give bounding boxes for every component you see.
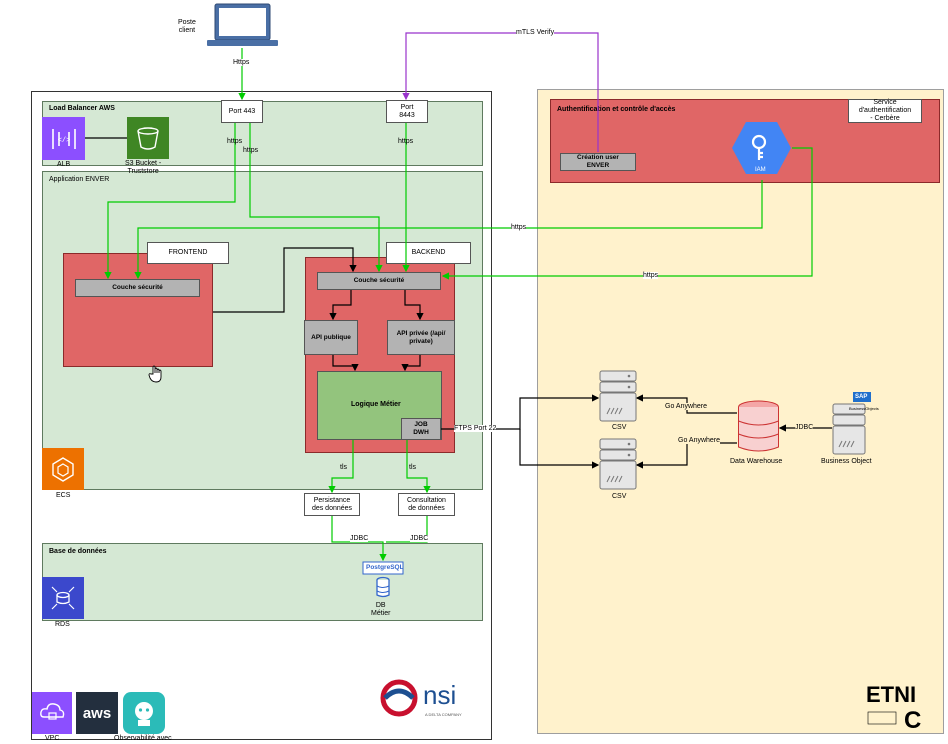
postgresql-label: PostgreSQL <box>366 564 404 571</box>
ecs-icon <box>42 448 84 490</box>
hand-cursor-icon <box>148 365 164 383</box>
edge-label-https-client: Https <box>233 59 250 66</box>
edge-label-https-right: https <box>643 272 659 279</box>
create-user-box: Création user ENVER <box>560 153 636 171</box>
edge-label-goanywhere-2: Go Anywhere <box>678 437 721 444</box>
svg-text:ETNI: ETNI <box>866 682 916 707</box>
edge-label-tls-1: tls <box>340 464 347 471</box>
csv-server-icon-2 <box>599 438 637 490</box>
database-title: Base de données <box>49 548 107 555</box>
edge-label-goanywhere-1: Go Anywhere <box>665 403 708 410</box>
auth-title: Authentification et contrôle d'accès <box>557 106 676 113</box>
postgresql-db-icon <box>362 561 404 601</box>
s3-bucket-icon <box>127 117 169 159</box>
job-dwh-box: JOB DWH <box>401 418 441 440</box>
laptop-icon <box>205 3 280 48</box>
backend-security-box: Couche sécurité <box>317 272 441 290</box>
observability-label: Observabilité avec <box>114 735 172 742</box>
port-443-box: Port 443 <box>221 100 263 123</box>
data-warehouse-label: Data Warehouse <box>730 458 783 465</box>
persistence-box: Persistance des données <box>304 493 360 516</box>
csv-label-2: CSV <box>612 493 627 500</box>
edge-label-tls-2: tls <box>409 464 416 471</box>
port-8443-box: Port 8443 <box>386 100 428 123</box>
sap-logo <box>853 392 871 402</box>
sap-logo-text: SAP <box>855 394 868 400</box>
database-zone <box>42 543 483 621</box>
ecs-label: ECS <box>56 492 71 499</box>
edge-label-https-mid: https <box>511 224 527 231</box>
svg-text:</>: </> <box>57 137 70 145</box>
vpc-icon <box>32 692 72 734</box>
load-balancer-title: Load Balancer AWS <box>49 105 115 112</box>
csv-server-icon-1 <box>599 370 637 422</box>
nsi-logo-subtext: A DELTA COMPANY <box>425 712 462 717</box>
frontend-security-box: Couche sécurité <box>75 279 200 297</box>
edge-label-jdbc-bo: JDBC <box>795 424 814 431</box>
alb-icon: </> <box>42 117 85 160</box>
api-private-box: API privée (/api/ private) <box>387 320 455 355</box>
application-title: Application ENVER <box>49 176 110 183</box>
business-logic-label: Logique Métier <box>351 401 401 408</box>
edge-label-mtls: mTLS Verify <box>516 29 555 36</box>
edge-label-https-b: https <box>243 147 259 154</box>
nsi-logo: nsi A DELTA COMPANY <box>379 678 484 722</box>
edge-label-jdbc-2: JDBC <box>410 535 429 542</box>
rds-label: RDS <box>55 621 70 628</box>
nsi-logo-text: nsi <box>423 680 457 710</box>
frontend-label: FRONTEND <box>147 242 229 264</box>
auth-service-box: Service d'authentification - Cerbère <box>848 99 922 123</box>
edge-label-https-c: https <box>398 138 414 145</box>
edge-label-https-a: https <box>227 138 243 145</box>
aws-logo: aws <box>76 692 118 734</box>
business-object-server-icon <box>832 403 866 455</box>
svg-text:C: C <box>904 707 921 730</box>
csv-label-1: CSV <box>612 424 627 431</box>
sap-businessobjects-text: BusinessObjects <box>849 406 879 411</box>
rds-icon <box>42 577 84 619</box>
backend-label: BACKEND <box>386 242 471 264</box>
business-object-label: Business Object <box>821 458 872 465</box>
iam-label: IAM <box>755 167 766 173</box>
consultation-box: Consultation de données <box>398 493 455 516</box>
client-label: Poste client <box>178 19 196 34</box>
edge-label-jdbc-1: JDBC <box>350 535 369 542</box>
vpc-label: VPC <box>45 735 60 742</box>
data-warehouse-icon <box>737 399 780 455</box>
db-metier-label: DB Métier <box>371 602 391 617</box>
aws-logo-text: aws <box>82 704 112 722</box>
s3-label: S3 Bucket - Truststore <box>125 160 162 175</box>
edge-label-ftps: FTPS Port 22 <box>454 425 497 432</box>
api-public-box: API publique <box>304 320 358 355</box>
alb-label: ALB <box>57 161 71 168</box>
observability-icon <box>123 692 165 734</box>
iam-icon <box>731 120 792 176</box>
